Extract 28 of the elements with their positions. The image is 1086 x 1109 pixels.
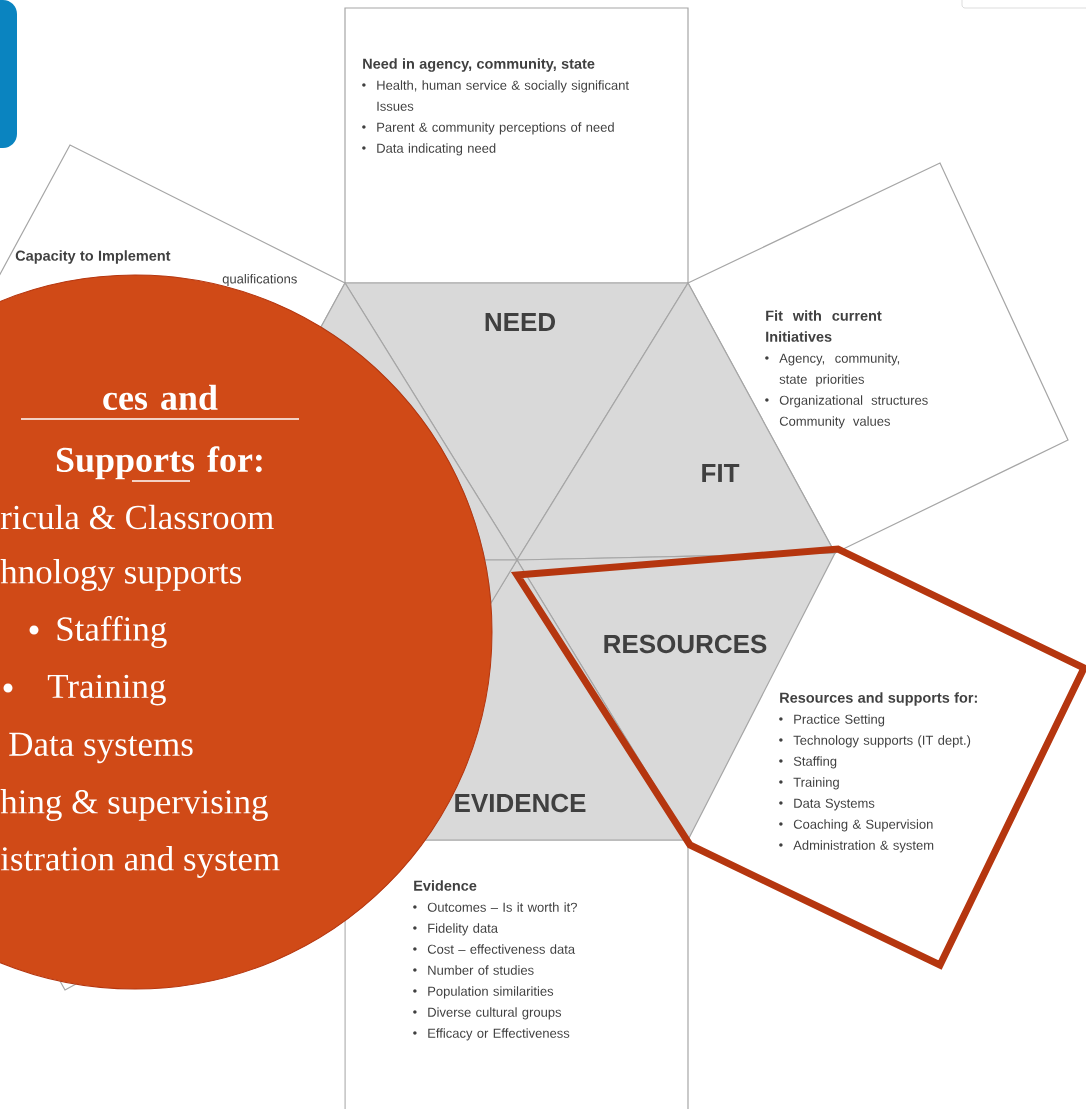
panel-heading: Capacity to Implement: [15, 250, 171, 264]
list-item: ricula & Classroom: [0, 504, 274, 530]
bullet-item: Health, human service & socially significant Issues: [362, 80, 629, 111]
bullet-item: Diverse cultural groups: [413, 1007, 562, 1020]
bullet-item: Efficacy or Effectiveness: [413, 1028, 570, 1041]
list-item: Staffing: [29, 615, 167, 649]
bullet-item: Fidelity data: [413, 923, 498, 936]
bullet-item: Parent & community perceptions of need: [362, 122, 614, 135]
bullet-item: Outcomes – Is it worth it?: [413, 902, 577, 912]
panel-heading: Evidence: [414, 880, 477, 891]
bullet-item: Data indicating need: [362, 143, 496, 156]
list-item: hing & supervising: [0, 789, 268, 821]
list-item: istration and system: [0, 846, 280, 878]
info-panel: [59, 980, 77, 991]
bullet-item: Cost – effectiveness data: [413, 944, 576, 954]
bullet-item: Staffing: [779, 756, 837, 769]
bullet-item: Administration & system: [779, 840, 934, 853]
bullet-item: Number of studies: [413, 965, 534, 975]
info-panel: [779, 692, 977, 853]
circle-heading: ces and Supports for:: [20, 384, 300, 482]
bullet-item: Population similarities: [413, 986, 554, 999]
list-item: Data systems: [9, 732, 193, 764]
list-item: hnology supports: [0, 559, 242, 591]
list-item: Training: [3, 674, 166, 706]
bullet-item: Training: [779, 777, 839, 790]
info-panel: [344, 7, 689, 284]
bullet-item: qualifications: [222, 273, 297, 287]
panel-heading: Need in agency, community, state: [363, 58, 595, 72]
